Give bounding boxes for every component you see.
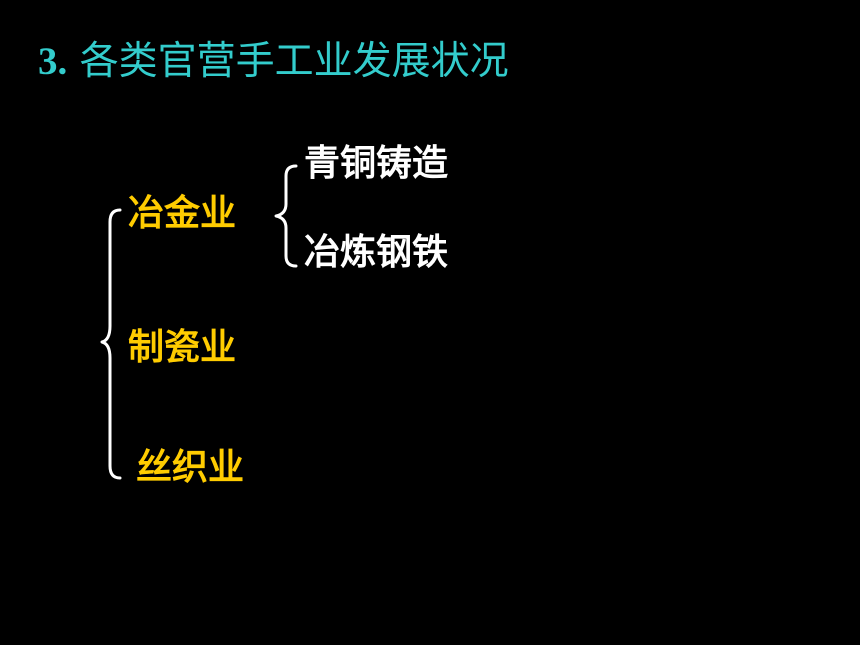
title-text: 各类官营手工业发展状况 — [79, 39, 509, 84]
category-silk-weaving: 丝织业 — [136, 447, 245, 488]
subcategory-bronze-casting: 青铜铸造 — [304, 143, 449, 184]
main-brace-path — [100, 208, 122, 480]
subcategory-iron-smelting: 冶炼钢铁 — [304, 232, 449, 273]
metallurgy-brace-path — [274, 164, 298, 268]
category-porcelain: 制瓷业 — [128, 327, 237, 368]
category-metallurgy: 冶金业 — [128, 193, 237, 234]
slide-title: 3. 各类官营手工业发展状况 — [38, 34, 509, 90]
title-number: 3. — [38, 40, 68, 83]
